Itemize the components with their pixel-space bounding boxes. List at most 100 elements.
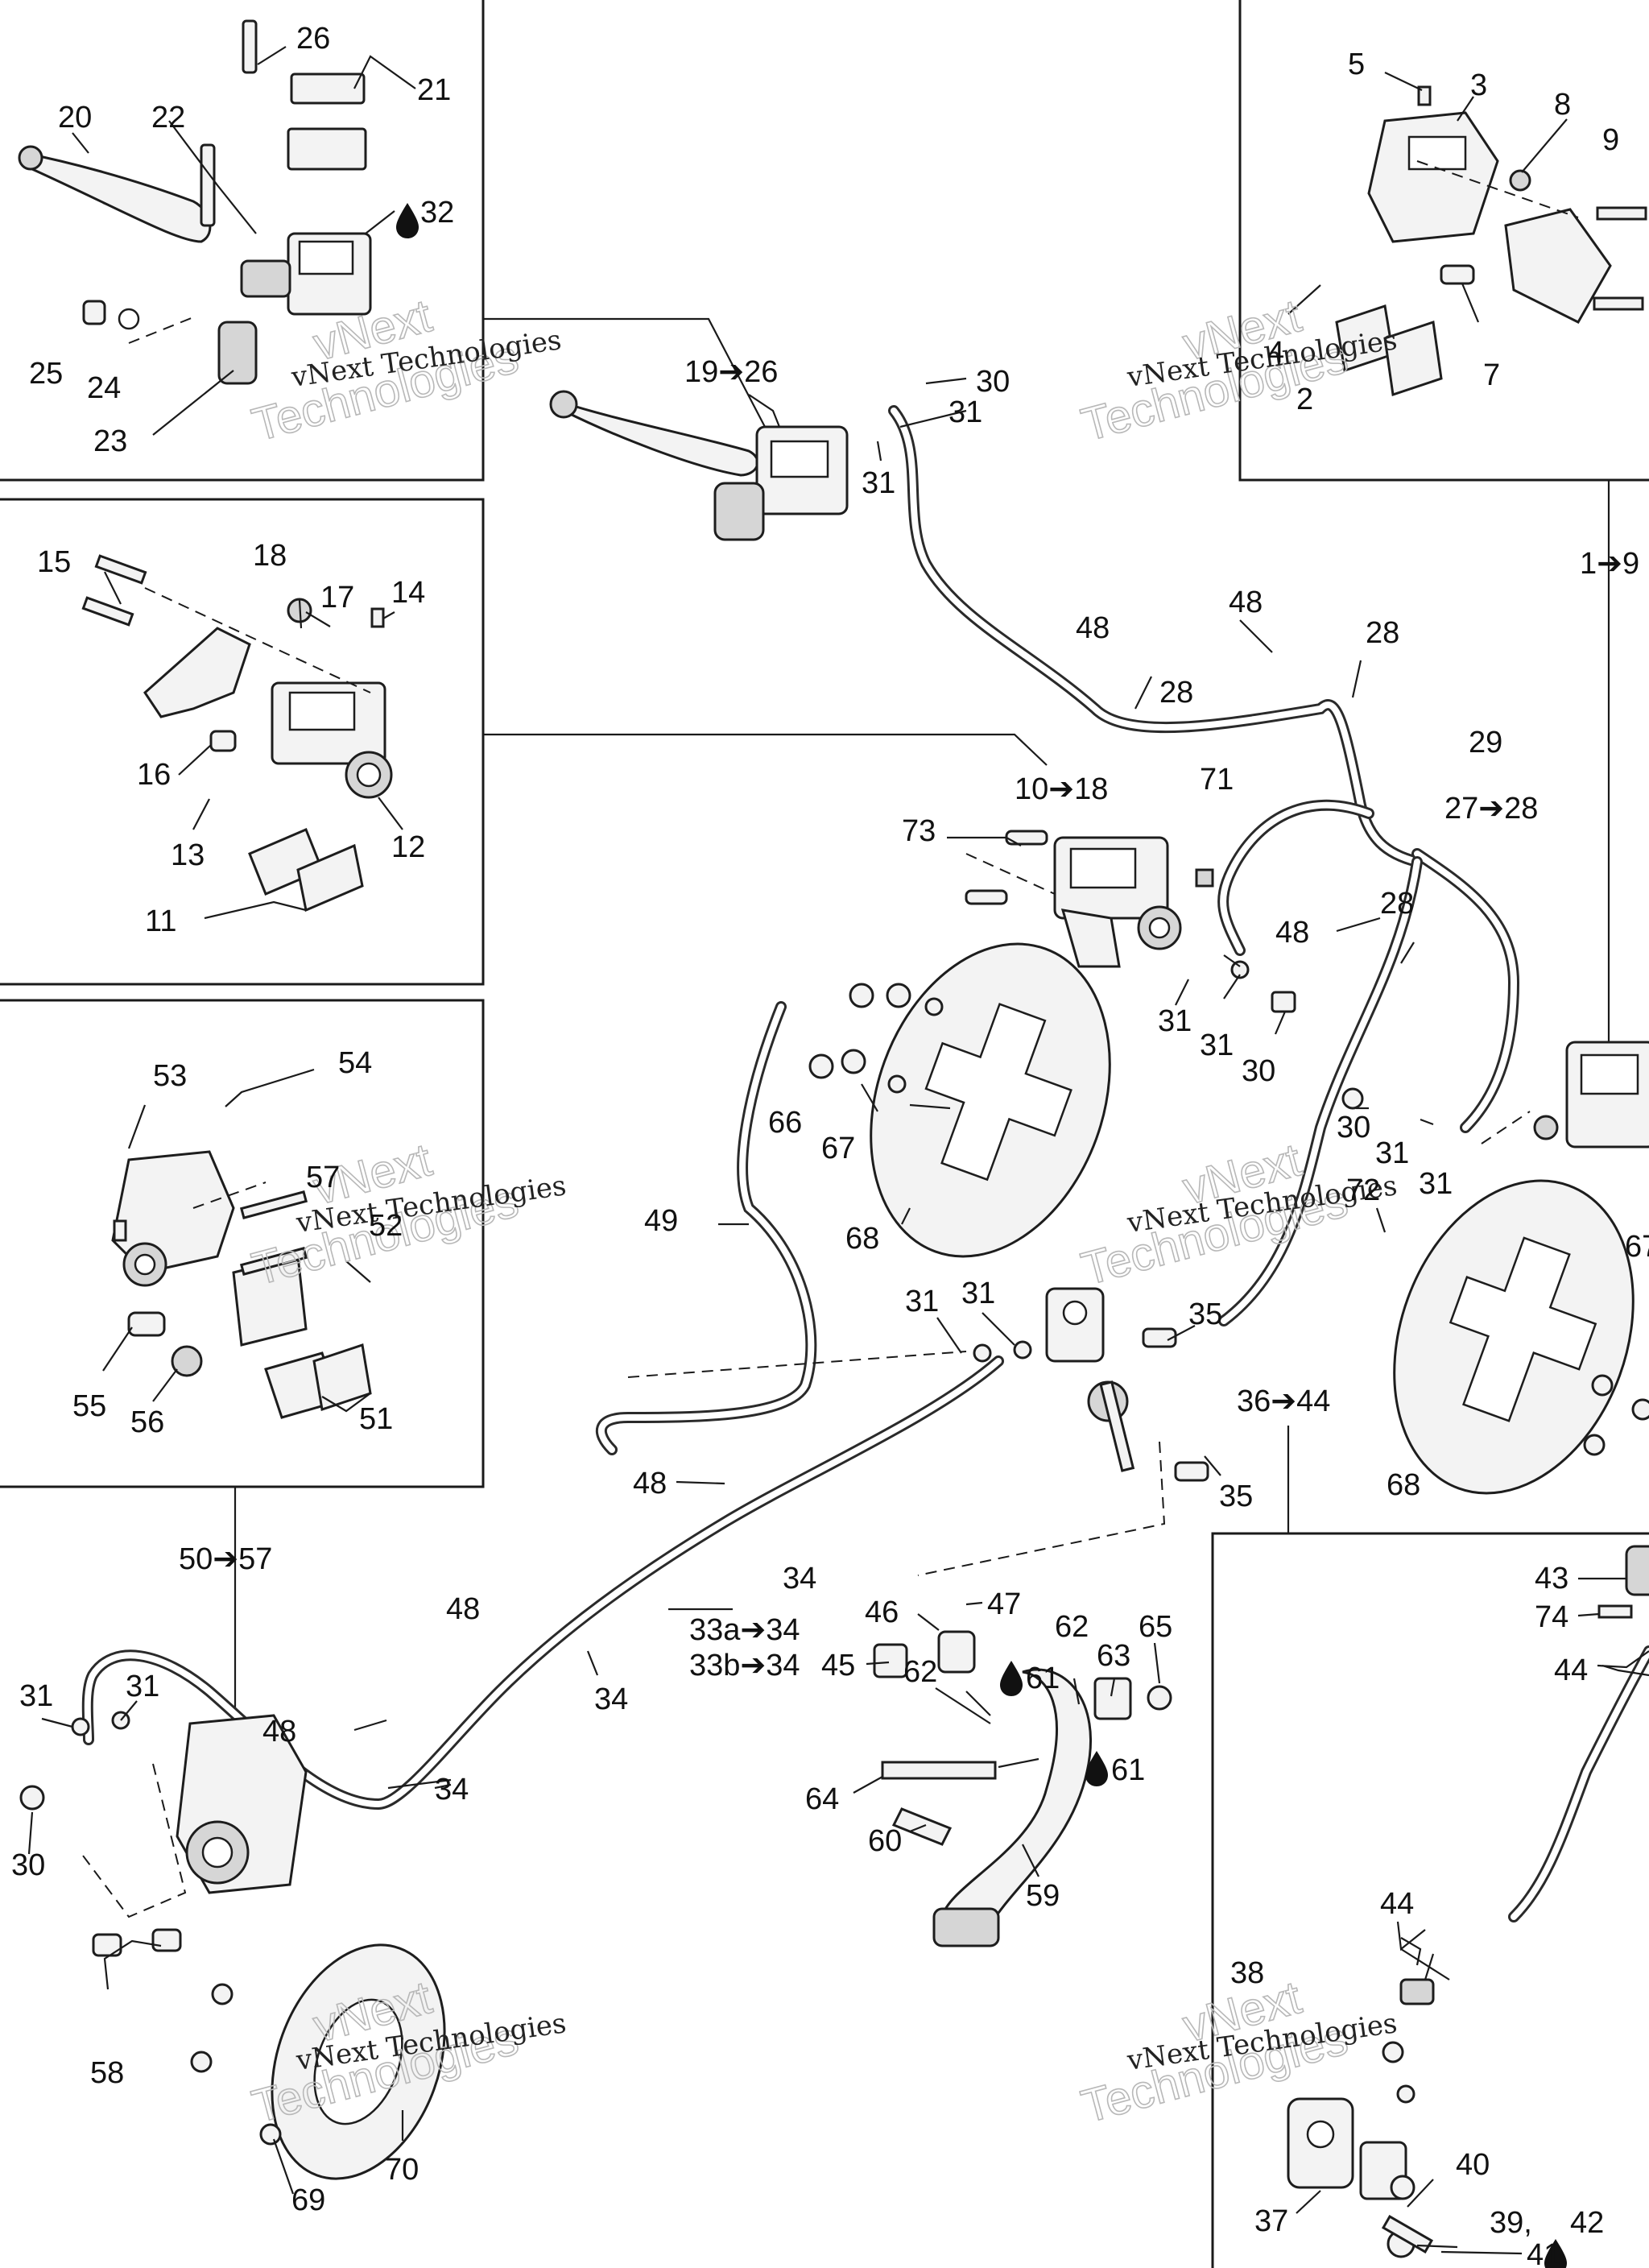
callout-19-26: 19➔26 xyxy=(684,355,778,389)
callout-30: 30 xyxy=(1337,1111,1370,1144)
callout-51: 51 xyxy=(359,1402,393,1436)
callout-74: 74 xyxy=(1535,1600,1568,1634)
rear-caliper xyxy=(19,1711,308,1957)
callout-48: 48 xyxy=(262,1715,296,1749)
callout-35: 35 xyxy=(1219,1480,1253,1513)
foot-master-cylinder-inset xyxy=(1287,1545,1649,2258)
callout-4: 4 xyxy=(1267,336,1284,370)
callout-37: 37 xyxy=(1254,2204,1288,2238)
callout-34: 34 xyxy=(783,1562,816,1595)
callout-31: 31 xyxy=(862,466,895,500)
callout-31: 31 xyxy=(126,1670,159,1703)
callout-43: 43 xyxy=(1535,1562,1568,1595)
fluid-drop-icon xyxy=(1544,2239,1567,2268)
callout-66: 66 xyxy=(768,1106,802,1140)
brake-disc-rear xyxy=(271,1943,446,2180)
callout-7: 7 xyxy=(1483,358,1500,392)
disc-bolts xyxy=(190,983,1649,2146)
callout-30: 30 xyxy=(1242,1054,1275,1088)
callout-62: 62 xyxy=(1055,1610,1089,1644)
callout-36-44: 36➔44 xyxy=(1237,1384,1330,1418)
callout-26: 26 xyxy=(296,22,330,56)
front-right-caliper xyxy=(1341,1041,1649,1148)
callout-5: 5 xyxy=(1348,48,1365,81)
callout-11: 11 xyxy=(145,904,176,938)
callout-48: 48 xyxy=(1275,916,1309,950)
callout-65: 65 xyxy=(1139,1610,1172,1644)
brake-hose-rear xyxy=(81,1355,1004,1811)
callout-10-18: 10➔18 xyxy=(1015,772,1108,806)
callout-17: 17 xyxy=(320,581,354,615)
center-lines xyxy=(80,160,1579,1918)
callout-61: 61 xyxy=(1111,1753,1145,1787)
callout-48: 48 xyxy=(1229,586,1263,619)
callout-31: 31 xyxy=(961,1277,995,1310)
callout-28: 28 xyxy=(1159,676,1193,710)
callout-27-28: 27➔28 xyxy=(1444,792,1538,826)
leader-lines xyxy=(27,46,1649,2255)
callout-44: 44 xyxy=(1380,1887,1414,1921)
callout-53: 53 xyxy=(153,1059,187,1093)
callout-68: 68 xyxy=(1387,1468,1420,1502)
front-caliper-inset xyxy=(81,554,393,913)
callout-31: 31 xyxy=(948,395,982,429)
callout-41: 41 xyxy=(1527,2238,1560,2268)
callout-34: 34 xyxy=(435,1773,469,1807)
callout-31: 31 xyxy=(1158,1004,1192,1038)
callout-67: 67 xyxy=(821,1132,855,1165)
callout-8: 8 xyxy=(1554,88,1571,122)
callout-33b-34: 33b➔34 xyxy=(689,1649,800,1682)
brake-hose-foot xyxy=(1508,1645,1649,1922)
callout-30: 30 xyxy=(11,1848,45,1882)
callout-15: 15 xyxy=(37,545,71,579)
callout-23: 23 xyxy=(93,424,127,458)
callout-35: 35 xyxy=(1188,1297,1222,1331)
callout-labels: 20 22 26 21 32 25 24 23 15 18 17 14 16 1… xyxy=(11,22,1649,2268)
callout-12: 12 xyxy=(391,830,425,864)
callout-48: 48 xyxy=(1076,611,1110,645)
inset-frame-front-caliper xyxy=(0,498,485,986)
brake-hose-front-right xyxy=(1411,848,1520,1133)
callout-16: 16 xyxy=(137,758,171,792)
callout-39: 39, xyxy=(1490,2206,1532,2240)
callout-47: 47 xyxy=(987,1587,1021,1621)
callout-72: 72 xyxy=(1346,1173,1380,1207)
callout-31: 31 xyxy=(1375,1136,1409,1170)
callout-57: 57 xyxy=(306,1161,340,1194)
connector-line xyxy=(483,317,766,428)
connector-line xyxy=(483,733,1048,766)
callout-14: 14 xyxy=(391,576,425,610)
brake-hose-front-upper xyxy=(888,405,1423,867)
callout-34: 34 xyxy=(594,1682,628,1716)
front-left-caliper xyxy=(965,830,1296,1013)
callout-13: 13 xyxy=(171,838,205,872)
brake-lever-inset xyxy=(18,19,372,385)
right-caliper-inset xyxy=(1335,85,1647,396)
rear-caliper-inset xyxy=(111,1150,372,1419)
callout-31: 31 xyxy=(19,1679,53,1713)
callout-54: 54 xyxy=(338,1046,372,1080)
callout-44: 44 xyxy=(1554,1653,1588,1687)
callout-22: 22 xyxy=(151,101,185,135)
callout-58: 58 xyxy=(90,2056,124,2090)
callout-3: 3 xyxy=(1470,68,1487,102)
callout-24: 24 xyxy=(87,371,121,405)
callout-59: 59 xyxy=(1026,1879,1060,1913)
fluid-drop-icon xyxy=(1085,1751,1108,1786)
wheel-speed-sensor-cable xyxy=(595,1001,817,1455)
callout-31: 31 xyxy=(1419,1167,1453,1201)
callout-56: 56 xyxy=(130,1405,164,1439)
callout-52: 52 xyxy=(369,1209,403,1243)
callout-1-9: 1➔9 xyxy=(1580,547,1639,581)
callout-60: 60 xyxy=(868,1824,902,1858)
inset-frame-rear-caliper xyxy=(0,999,485,1488)
callout-32: 32 xyxy=(420,196,454,230)
callout-25: 25 xyxy=(29,357,63,391)
callout-40: 40 xyxy=(1456,2148,1490,2182)
callout-73: 73 xyxy=(902,814,936,848)
callout-64: 64 xyxy=(805,1782,839,1816)
callout-68: 68 xyxy=(845,1222,879,1256)
callout-28: 28 xyxy=(1366,616,1399,650)
callout-69: 69 xyxy=(291,2183,325,2217)
